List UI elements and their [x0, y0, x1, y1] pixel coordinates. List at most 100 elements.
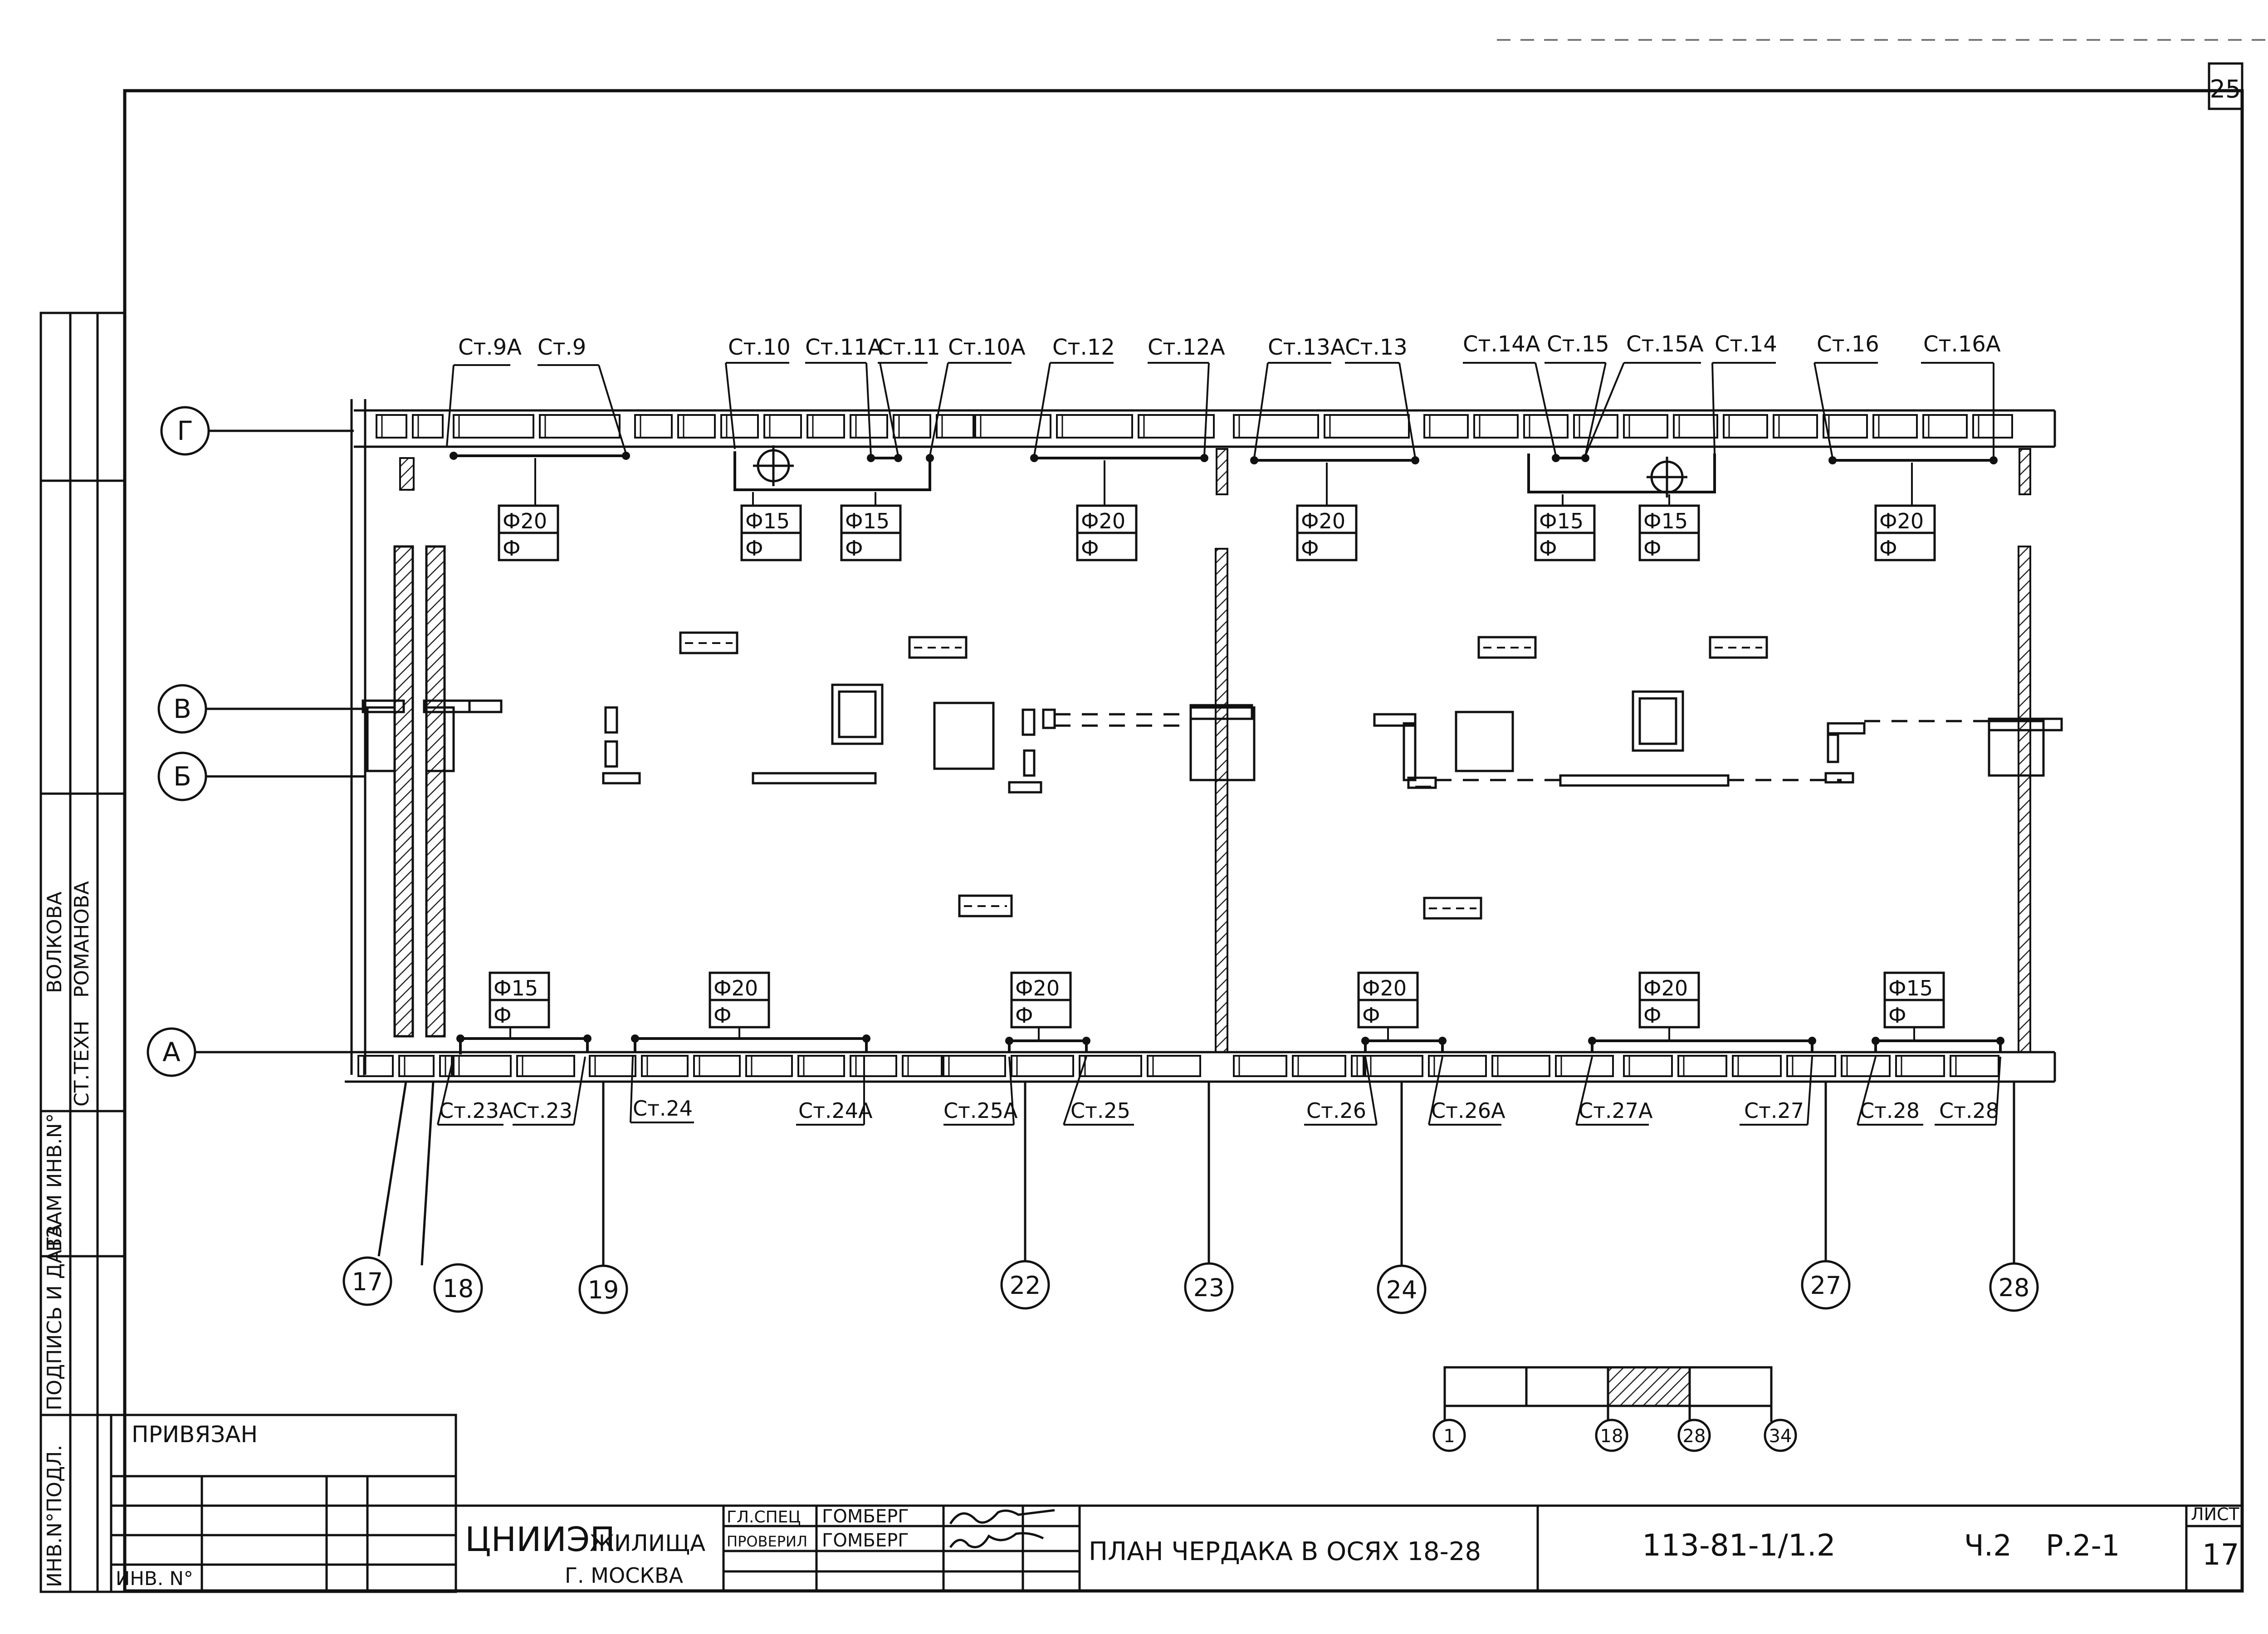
riser-symbol	[753, 445, 794, 486]
wall-panel	[641, 1055, 689, 1077]
tag-diameter: Ф20	[1879, 509, 1924, 533]
org-suffix: ЖИЛИЩА	[590, 1530, 705, 1556]
wall-panel	[850, 1055, 897, 1077]
stand-label: Ст.26А	[1431, 1098, 1505, 1123]
interior-elements	[602, 631, 1866, 920]
tag-material: Ф	[1643, 536, 1662, 561]
row-axis-lines	[191, 429, 365, 1054]
side-stamp-name-2: ВОЛКОВА	[43, 892, 66, 993]
tag-material: Ф	[745, 536, 763, 561]
tag-diameter: Ф15	[494, 976, 538, 1000]
column-axis-label: 22	[1010, 1271, 1041, 1300]
row-axis-Б: Б	[157, 751, 207, 801]
axis-17-18-wall-a	[393, 545, 414, 1038]
key-plan-marker: 18	[1595, 1419, 1628, 1452]
row-axis-В: В	[157, 684, 207, 734]
column-axis-label: 18	[443, 1274, 474, 1303]
wall-panel	[797, 1055, 845, 1077]
top-stub-3	[2019, 448, 2031, 495]
key-plan-marker-label: 28	[1683, 1426, 1706, 1447]
wall-panel	[1233, 1055, 1287, 1077]
wall-panel	[974, 414, 1051, 439]
top-pipe-tag: Ф20 Ф	[498, 458, 559, 561]
stand-label: Ст.23А	[439, 1098, 513, 1123]
column-axis-24: 24	[1377, 1264, 1427, 1314]
stand-label: Ст.27А	[1579, 1098, 1653, 1123]
stand-label: Ст.25А	[943, 1098, 1018, 1123]
wall-panel	[1324, 414, 1410, 439]
column-axis-18: 18	[433, 1263, 483, 1313]
bottom-pipe-tag: Ф20 Ф	[1010, 971, 1072, 1041]
axis-23-wall	[1215, 548, 1228, 1053]
wall-panel	[1138, 414, 1215, 439]
row-axis-А: А	[147, 1027, 196, 1077]
tag-material: Ф	[1081, 536, 1099, 561]
column-axis-28: 28	[1989, 1262, 2039, 1312]
bottom-wall-panels	[357, 1055, 1999, 1077]
wall-panel	[589, 1055, 636, 1077]
wall-panel	[1555, 1055, 1614, 1077]
column-axis-17: 17	[342, 1256, 392, 1306]
tag-material: Ф	[1015, 1003, 1033, 1028]
bottom-pipe-tag: Ф20 Ф	[1638, 971, 1700, 1041]
column-axis-23: 23	[1184, 1262, 1234, 1312]
wall-panel	[1233, 414, 1319, 439]
side-stamp-inv-orig: ИНВ.N°ПОДЛ.	[43, 1445, 66, 1587]
sheet-label: ЛИСТ	[2191, 1504, 2240, 1524]
wall-panel	[539, 414, 621, 439]
wall-panel	[1056, 414, 1133, 439]
tag-material: Ф	[845, 536, 863, 561]
part-number: Ч.2	[1964, 1529, 2012, 1563]
dashed-partitions	[1055, 713, 1989, 788]
top-pipe-tag: Ф20 Ф	[1076, 460, 1138, 561]
row-axis-label: Г	[177, 415, 193, 446]
tag-diameter: Ф20	[1015, 976, 1060, 1000]
wall-panel	[1872, 414, 1918, 439]
wall-panel	[1473, 414, 1519, 439]
wall-panel	[453, 414, 534, 439]
wall-panel	[1573, 414, 1618, 439]
wall-panel	[1623, 414, 1668, 439]
top-pipe-joints	[450, 452, 1998, 464]
side-stamp	[39, 312, 126, 1593]
stand-label: Ст.15А	[1626, 332, 1704, 357]
top-stand-labels: Ст.9А Ст.9 Ст.10 Ст.11А Ст.11 Ст.10А Ст.…	[458, 332, 2001, 360]
name-1: ГОМБЕРГ	[822, 1506, 909, 1527]
stand-label: Ст.24А	[798, 1098, 873, 1123]
column-axis-label: 23	[1193, 1273, 1225, 1302]
wall-panel	[1364, 1055, 1423, 1077]
key-plan-marker: 34	[1764, 1419, 1797, 1452]
bottom-stand-labels: Ст.23А Ст.23 Ст.24 Ст.24А Ст.25А Ст.25 С…	[439, 1096, 1999, 1123]
top-pipe-tag: Ф15 Ф	[1638, 494, 1700, 561]
wall-panel	[1895, 1055, 1945, 1077]
stand-label: Ст.14	[1715, 332, 1777, 357]
wall-panel	[745, 1055, 793, 1077]
stand-label: Ст.15	[1547, 332, 1609, 357]
wall-panel	[1922, 414, 1968, 439]
wall-panel	[1841, 1055, 1891, 1077]
tag-diameter: Ф20	[503, 509, 547, 533]
stand-label: Ст.13А	[1268, 335, 1345, 360]
tag-material: Ф	[714, 1003, 732, 1028]
corner-number: 25	[2210, 75, 2241, 103]
wall-panel	[1823, 414, 1868, 439]
wall-panel	[1423, 414, 1469, 439]
signature-1	[949, 1509, 1055, 1525]
side-stamp-replace-inv: ВЗАМ ИНВ.N°	[43, 1113, 66, 1252]
title-block	[455, 1504, 2244, 1592]
wall-panel	[943, 1055, 1006, 1077]
wall-panel	[1292, 1055, 1346, 1077]
key-plan-marker: 28	[1677, 1419, 1711, 1452]
signature-2	[949, 1532, 1044, 1548]
key-plan-marker-label: 1	[1443, 1426, 1455, 1447]
vent-blocks	[362, 699, 2063, 781]
column-axis-label: 19	[588, 1276, 619, 1304]
bottom-wall	[345, 1051, 2056, 1083]
stand-label: Ст.9	[538, 335, 586, 360]
bottom-stand-leaders	[437, 1056, 2001, 1126]
bottom-pipe-tag: Ф20 Ф	[709, 971, 770, 1039]
tag-material: Ф	[1362, 1003, 1380, 1028]
sheet-number: 17	[2202, 1538, 2239, 1572]
top-wall-panels	[376, 414, 2013, 439]
